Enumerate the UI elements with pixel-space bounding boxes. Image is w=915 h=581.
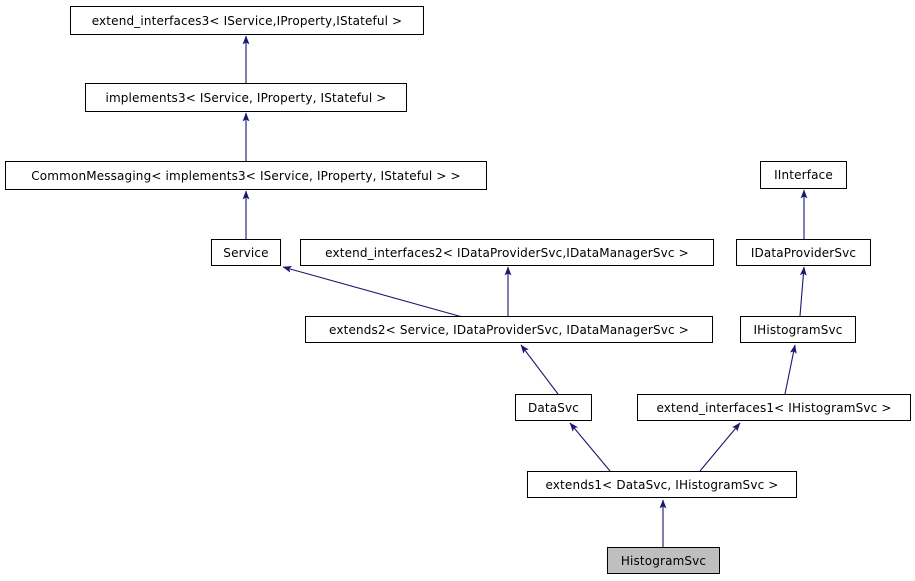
class-node-implements3[interactable]: implements3< IService, IProperty, IState… <box>85 83 407 112</box>
class-node-extends2[interactable]: extends2< Service, IDataProviderSvc, IDa… <box>305 316 713 343</box>
inheritance-edge <box>784 344 797 395</box>
class-node-datasvc[interactable]: DataSvc <box>515 394 592 421</box>
inheritance-edge <box>569 422 611 472</box>
class-node-service[interactable]: Service <box>211 239 281 266</box>
class-node-idataprovidersvc[interactable]: IDataProviderSvc <box>736 239 871 266</box>
class-node-extend_interfaces3[interactable]: extend_interfaces3< IService,IProperty,I… <box>70 6 424 35</box>
inheritance-edge <box>520 344 559 395</box>
inheritance-edge <box>799 266 807 317</box>
inheritance-edge <box>282 265 467 319</box>
class-node-common_messaging[interactable]: CommonMessaging< implements3< IService, … <box>5 161 487 190</box>
class-node-extends1[interactable]: extends1< DataSvc, IHistogramSvc > <box>527 471 797 498</box>
class-node-ihistogramsvc[interactable]: IHistogramSvc <box>740 316 856 343</box>
inheritance-edge <box>699 422 741 472</box>
class-node-iinterface[interactable]: IInterface <box>760 161 847 189</box>
class-node-extend_interfaces1[interactable]: extend_interfaces1< IHistogramSvc > <box>637 394 911 421</box>
class-node-histogramsvc[interactable]: HistogramSvc <box>607 547 720 574</box>
class-node-extend_interfaces2[interactable]: extend_interfaces2< IDataProviderSvc,IDa… <box>300 239 714 266</box>
